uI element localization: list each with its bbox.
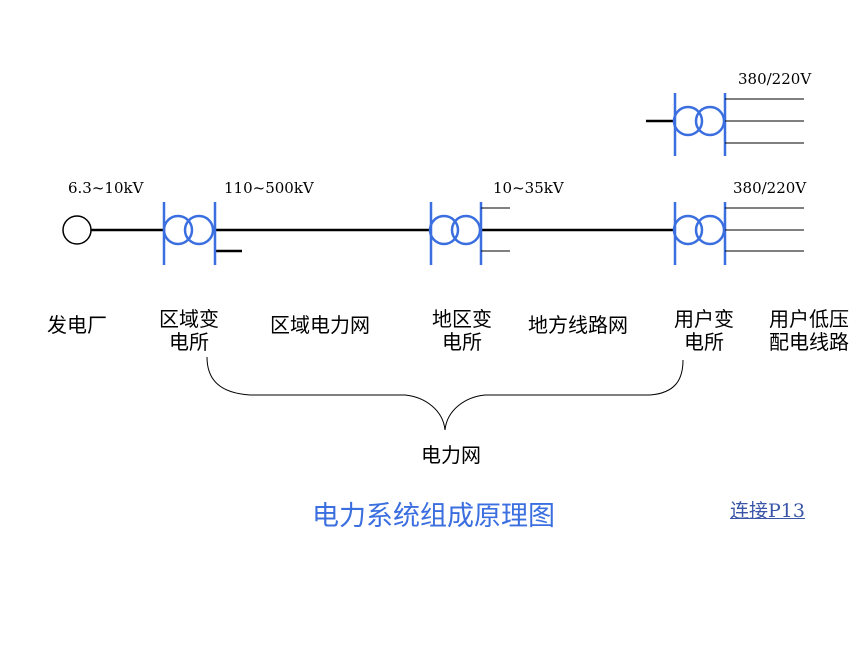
label-regional-grid: 区域电力网	[270, 313, 370, 337]
label-regional-substation-line2: 电所	[169, 330, 209, 354]
link-p13[interactable]: 连接P13	[730, 500, 805, 522]
district-feeder-lines	[481, 207, 510, 252]
label-user-substation: 用户变 电所	[668, 308, 740, 354]
voltage-local: 10~35kV	[493, 179, 564, 197]
label-regional-substation: 区域变 电所	[153, 308, 225, 354]
voltage-user-top: 380/220V	[738, 70, 812, 88]
label-user-substation-line1: 用户变	[674, 307, 734, 331]
generator-symbol	[62, 215, 92, 245]
label-district-substation-line1: 地区变	[432, 307, 492, 331]
regional-substation-transformer	[162, 202, 217, 265]
label-user-lv-lines: 用户低压 配电线路	[763, 308, 855, 354]
user-lv-lines-top	[725, 98, 804, 144]
voltage-generator: 6.3~10kV	[68, 179, 144, 197]
label-user-substation-line2: 电所	[684, 330, 724, 354]
user-lv-lines-main	[725, 207, 804, 252]
upper-user-transformer	[672, 93, 727, 156]
label-local-lines: 地方线路网	[528, 313, 628, 337]
label-district-substation: 地区变 电所	[426, 308, 498, 354]
label-power-network: 电力网	[421, 443, 481, 467]
voltage-regional: 110~500kV	[224, 179, 314, 197]
label-district-substation-line2: 电所	[442, 330, 482, 354]
label-user-lv-line1: 用户低压	[769, 307, 849, 331]
diagram-title: 电力系统组成原理图	[312, 501, 555, 532]
power-network-brace	[206, 356, 684, 431]
district-substation-transformer	[428, 202, 483, 265]
user-substation-transformer	[672, 202, 727, 265]
label-user-lv-line2: 配电线路	[769, 330, 849, 354]
voltage-user-main: 380/220V	[733, 179, 807, 197]
label-regional-substation-line1: 区域变	[159, 307, 219, 331]
label-power-plant: 发电厂	[47, 313, 107, 337]
